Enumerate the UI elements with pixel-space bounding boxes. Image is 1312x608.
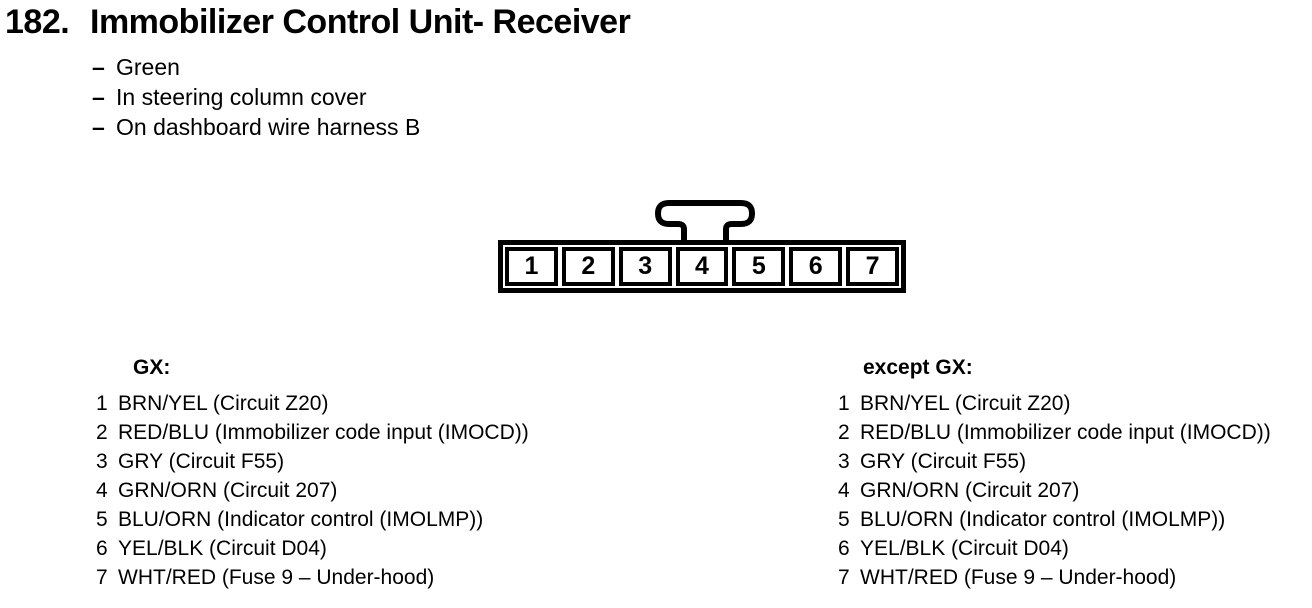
pin-number-label: 1 (524, 252, 539, 280)
pin-description: WHT/RED (Fuse 9 – Under-hood) (860, 566, 1177, 589)
page-title: 182. Immobilizer Control Unit- Receiver (5, 3, 631, 42)
note-dash: – (92, 84, 105, 110)
pin-number: 4 (96, 479, 108, 502)
pin-row: 1 BRN/YEL (Circuit Z20) (96, 389, 529, 418)
pin-description: GRN/ORN (Circuit 207) (118, 479, 338, 502)
connector-pin-box: 1 (505, 247, 558, 286)
note-row: –In steering column cover (92, 82, 420, 112)
pin-description: BLU/ORN (Indicator control (IMOLMP)) (860, 508, 1226, 531)
pin-number: 4 (838, 479, 850, 502)
pin-description: RED/BLU (Immobilizer code input (IMOCD)) (860, 421, 1271, 444)
pin-number-label: 7 (865, 252, 880, 280)
connector-pin-box: 4 (675, 247, 729, 286)
pin-description: GRY (Circuit F55) (860, 450, 1027, 473)
pinout-except-gx-heading: except GX: (863, 356, 973, 379)
pin-number-label: 5 (751, 252, 766, 280)
title-text: Immobilizer Control Unit- Receiver (90, 3, 631, 41)
connector-pin-box: 7 (846, 247, 900, 286)
pin-number: 6 (838, 537, 850, 560)
pin-number: 1 (838, 392, 850, 415)
pin-description: BLU/ORN (Indicator control (IMOLMP)) (118, 508, 484, 531)
pin-number: 2 (838, 421, 850, 444)
pin-row: 5 BLU/ORN (Indicator control (IMOLMP)) (838, 505, 1271, 534)
pin-row: 4 GRN/ORN (Circuit 207) (838, 476, 1271, 505)
pin-number: 7 (838, 566, 850, 589)
pin-description: GRN/ORN (Circuit 207) (860, 479, 1080, 502)
pin-description: BRN/YEL (Circuit Z20) (118, 392, 329, 415)
pin-number: 1 (96, 392, 108, 415)
note-dash: – (92, 54, 105, 80)
connector-pin-box: 5 (732, 247, 786, 286)
pin-description: YEL/BLK (Circuit D04) (860, 537, 1069, 560)
connector-pin-box: 6 (789, 247, 843, 286)
pin-number: 5 (838, 508, 850, 531)
note-text: On dashboard wire harness B (116, 114, 421, 140)
pin-number: 3 (838, 450, 850, 473)
pin-row: 3 GRY (Circuit F55) (96, 447, 529, 476)
pin-row: 7 WHT/RED (Fuse 9 – Under-hood) (838, 563, 1271, 592)
pin-row: 2 RED/BLU (Immobilizer code input (IMOCD)… (96, 418, 529, 447)
pin-number: 5 (96, 508, 108, 531)
pin-row: 2 RED/BLU (Immobilizer code input (IMOCD)… (838, 418, 1271, 447)
connector-pin-box: 3 (618, 247, 672, 286)
pin-row: 3 GRY (Circuit F55) (838, 447, 1271, 476)
pin-number-label: 3 (638, 252, 653, 280)
title-number: 182. (5, 3, 70, 41)
pin-number-label: 2 (581, 252, 596, 280)
pin-number: 6 (96, 537, 108, 560)
note-dash: – (92, 114, 105, 140)
pin-row: 7 WHT/RED (Fuse 9 – Under-hood) (96, 563, 529, 592)
pin-row: 6 YEL/BLK (Circuit D04) (838, 534, 1271, 563)
pin-description: BRN/YEL (Circuit Z20) (860, 392, 1071, 415)
connector-body: 1 2 3 4 5 6 7 (498, 240, 906, 293)
pin-list-except-gx: 1 BRN/YEL (Circuit Z20) 2 RED/BLU (Immobil… (838, 389, 1271, 592)
pin-number: 3 (96, 450, 108, 473)
pin-row: 5 BLU/ORN (Indicator control (IMOLMP)) (96, 505, 529, 534)
connector-diagram: 1 2 3 4 5 6 7 (498, 198, 906, 294)
connector-latch-icon (654, 200, 756, 246)
pin-description: YEL/BLK (Circuit D04) (118, 537, 327, 560)
note-row: –Green (92, 52, 420, 82)
note-text: Green (116, 54, 180, 80)
pin-number-label: 4 (695, 252, 709, 280)
pin-description: WHT/RED (Fuse 9 – Under-hood) (118, 566, 435, 589)
pinout-gx-heading: GX: (133, 356, 171, 379)
pin-row: 6 YEL/BLK (Circuit D04) (96, 534, 529, 563)
pin-number-label: 6 (808, 252, 823, 280)
pin-number: 2 (96, 421, 108, 444)
note-text: In steering column cover (116, 84, 367, 110)
pin-description: GRY (Circuit F55) (118, 450, 285, 473)
pin-row: 4 GRN/ORN (Circuit 207) (96, 476, 529, 505)
pin-row: 1 BRN/YEL (Circuit Z20) (838, 389, 1271, 418)
note-row: –On dashboard wire harness B (92, 112, 420, 142)
pin-number: 7 (96, 566, 108, 589)
pin-list-gx: 1 BRN/YEL (Circuit Z20) 2 RED/BLU (Immobil… (96, 389, 529, 592)
location-notes: –Green –In steering column cover –On das… (92, 52, 420, 142)
pin-description: RED/BLU (Immobilizer code input (IMOCD)) (118, 421, 529, 444)
connector-pin-box: 2 (561, 247, 615, 286)
